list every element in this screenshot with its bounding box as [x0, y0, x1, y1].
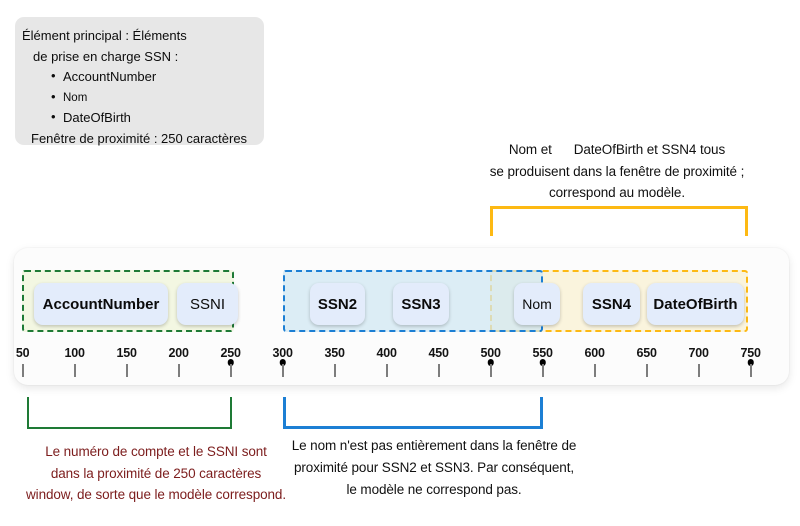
blue-range-bracket: [283, 397, 543, 429]
tick-mark: [489, 364, 492, 377]
info-title-line2: de prise en charge SSN :: [33, 48, 179, 64]
ruler-tick-label: 50: [15, 346, 30, 360]
annotation-line: proximité pour SSN2 et SSN3. Par conséqu…: [294, 460, 574, 475]
chip-accountnumber: AccountNumber: [34, 283, 168, 325]
ruler-tick-label: 450: [428, 346, 449, 360]
tick-mark: [229, 364, 232, 377]
tick-mark: [333, 364, 336, 377]
ruler-tick-label: 650: [636, 346, 657, 360]
info-title-line1: Élément principal : Éléments: [22, 28, 187, 43]
chip-ssn3: SSN3: [393, 283, 449, 325]
info-bullet-dateofbirth: • DateOfBirth: [22, 108, 256, 129]
annotation-line: correspond au modèle.: [549, 185, 685, 200]
bullet-icon: •: [51, 68, 56, 83]
chip-nom: Nom: [514, 283, 560, 325]
chip-ssni: SSNI: [177, 283, 238, 325]
bullet-icon: •: [51, 109, 56, 124]
ruler-tick-label: 700: [688, 346, 709, 360]
info-bullet-nom: • Nom: [22, 88, 256, 109]
ruler-tick-label: 750: [740, 346, 761, 360]
tick-mark: [697, 364, 700, 377]
tick-mark: [125, 364, 128, 377]
green-range-bracket: [27, 397, 232, 429]
bullet-icon: •: [51, 88, 56, 104]
boundary-dot: [487, 359, 494, 366]
annotation-line: Le numéro de compte et le SSNI sont: [45, 444, 267, 459]
tick-mark: [645, 364, 648, 377]
tick-mark: [73, 364, 76, 377]
ruler-tick-label: 600: [584, 346, 605, 360]
ruler: 50 100 150 200 250 300 350 400 450 500 550 600 650 70…: [0, 346, 800, 382]
ruler-tick-label: 550: [532, 346, 553, 360]
ruler-tick-label: 250: [220, 346, 241, 360]
info-bullet-accountnumber: • AccountNumber: [22, 67, 256, 88]
annotation-line: le modèle ne correspond pas.: [346, 482, 522, 497]
tick-mark: [21, 364, 24, 377]
annotation-line: se produisent dans la fenêtre de proximi…: [489, 163, 745, 179]
tick-mark: [593, 364, 596, 377]
bullet-label: Nom: [63, 91, 88, 104]
annotation-line: window, de sorte que le modèle correspon…: [26, 487, 286, 502]
chip-ssn4: SSN4: [583, 283, 640, 325]
annotation-line: Nom et DateOfBirth et SSN4 tous: [508, 142, 726, 157]
info-proximity-window: Fenêtre de proximité : 250 caractères: [31, 130, 248, 146]
boundary-dot: [539, 359, 546, 366]
tick-mark: [281, 364, 284, 377]
annotation-blue-window-nomatch: Le nom n'est pas entièrement dans la fen…: [282, 435, 586, 501]
ruler-tick-label: 200: [168, 346, 189, 360]
tick-mark: [177, 364, 180, 377]
tick-mark: [541, 364, 544, 377]
ruler-tick-label: 500: [480, 346, 501, 360]
annotation-line: dans la proximité de 250 caractères: [50, 465, 262, 481]
annotation-yellow-window-match: Nom et DateOfBirth et SSN4 tous se produ…: [448, 139, 786, 204]
bullet-label: AccountNumber: [63, 69, 157, 84]
tick-mark: [385, 364, 388, 377]
chip-ssn2: SSN2: [310, 283, 365, 325]
ruler-tick-label: 350: [324, 346, 345, 360]
boundary-dot: [279, 359, 286, 366]
ruler-tick-label: 400: [376, 346, 397, 360]
tick-mark: [437, 364, 440, 377]
annotation-line: Le nom n'est pas entièrement dans la fen…: [291, 438, 577, 453]
tick-mark: [749, 364, 752, 377]
ruler-tick-label: 100: [64, 346, 85, 360]
chip-dateofbirth: DateOfBirth: [647, 283, 744, 325]
primary-element-info-box: Élément principal : Éléments de prise en…: [15, 17, 264, 146]
annotation-green-window-match: Le numéro de compte et le SSNI sont dans…: [10, 441, 302, 506]
bullet-label: DateOfBirth: [63, 110, 131, 125]
ruler-tick-label: 150: [116, 346, 137, 360]
boundary-dot: [227, 359, 234, 366]
yellow-window-bracket: [490, 206, 748, 236]
boundary-dot: [747, 359, 754, 366]
ruler-tick-label: 300: [272, 346, 293, 360]
